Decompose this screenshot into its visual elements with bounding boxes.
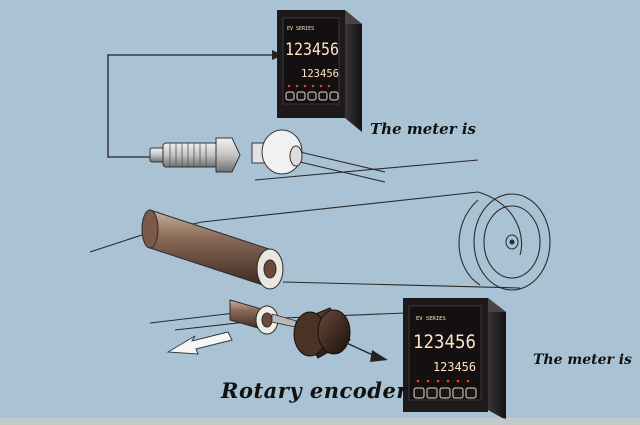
meter-top: EV SERIES 123456 123456 (277, 10, 362, 132)
meter-top-led (287, 84, 291, 88)
meter-bottom-led (456, 379, 460, 383)
bottom-edge-strip (0, 418, 640, 425)
meter-top-led (303, 84, 307, 88)
meter-top-key (296, 91, 306, 101)
encoder-signal-line (339, 339, 376, 357)
meter-top-brand: EV SERIES (287, 26, 314, 32)
meter-top-led (327, 84, 331, 88)
meter-bottom-led (416, 379, 420, 383)
rotary-encoder (293, 307, 351, 359)
meter-bottom-key (452, 387, 464, 399)
measuring-wheel (229, 299, 301, 335)
meter-top-caption: The meter is (370, 120, 476, 138)
belt-direction-arrow (166, 331, 233, 355)
rotary-encoder-caption: Rotary encoder (221, 378, 408, 403)
target-wheel (251, 129, 303, 175)
encoder-signal-arrow (370, 350, 388, 362)
meter-top-led (295, 84, 299, 88)
meter-top-display-sub: 123456 (301, 67, 339, 80)
meter-bottom-led (436, 379, 440, 383)
meter-bottom-key (465, 387, 477, 399)
meter-top-key (285, 91, 295, 101)
meter-top-key (307, 91, 317, 101)
meter-top-key (318, 91, 328, 101)
tail-pulley (458, 193, 551, 291)
meter-bottom-brand: EV SERIES (416, 316, 446, 322)
signal-wire-top (107, 54, 272, 158)
meter-bottom-led (466, 379, 470, 383)
meter-top-led (319, 84, 323, 88)
meter-bottom-display-sub: 123456 (433, 360, 476, 374)
meter-top-display-main: 123456 (285, 40, 339, 60)
meter-bottom-led (426, 379, 430, 383)
meter-bottom-led (446, 379, 450, 383)
meter-bottom-display-main: 123456 (413, 331, 476, 353)
meter-bottom-key (426, 387, 438, 399)
meter-bottom: EV SERIES 123456 123456 (403, 298, 506, 420)
meter-top-key (329, 91, 339, 101)
meter-top-led (311, 84, 315, 88)
drive-roller (141, 209, 284, 290)
meter-bottom-key (413, 387, 425, 399)
proximity-sensor (149, 137, 241, 173)
meter-bottom-caption: The meter is (533, 352, 632, 368)
meter-bottom-key (439, 387, 451, 399)
